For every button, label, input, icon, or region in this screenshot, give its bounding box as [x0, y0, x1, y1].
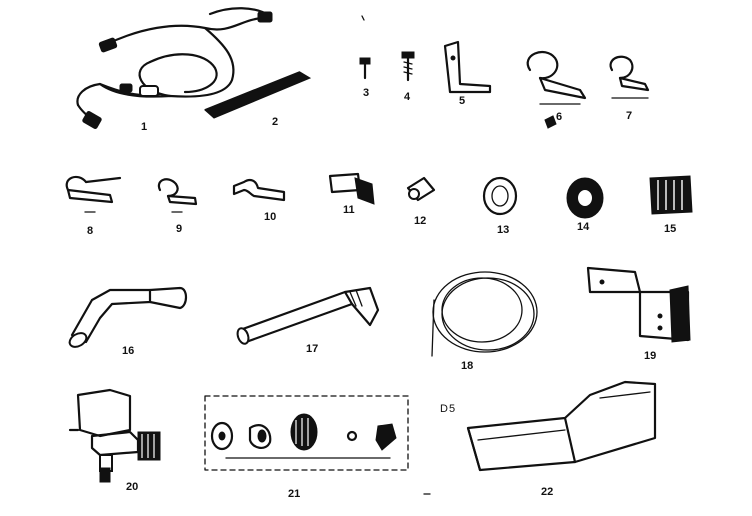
label-part-1: 1 — [141, 121, 147, 133]
mark-top — [361, 15, 365, 21]
part-13-washer — [482, 176, 518, 216]
part-1-wire-harness — [76, 7, 273, 129]
label-part-4: 4 — [404, 91, 411, 103]
part-21-parts-card — [204, 395, 409, 471]
label-part-19: 19 — [644, 350, 656, 362]
part-6-clamp — [526, 51, 587, 129]
label-part-17: 17 — [306, 343, 318, 355]
part-3-screw — [359, 57, 371, 80]
part-19-bracket — [586, 266, 691, 343]
label-part-11: 11 — [343, 204, 355, 216]
label-part-2: 2 — [272, 116, 278, 128]
label-part-16: 16 — [122, 345, 134, 357]
part-16-elbow-tube — [68, 286, 188, 348]
part-14-grommet — [566, 177, 604, 219]
label-part-12: 12 — [414, 215, 426, 227]
label-part-10: 10 — [264, 211, 276, 223]
part-9-clamp — [157, 178, 198, 213]
label-part-7: 7 — [626, 110, 632, 122]
label-part-8: 8 — [87, 225, 93, 237]
label-part-6: 6 — [556, 111, 562, 123]
part-8-clamp — [65, 175, 122, 213]
part-4-wood-screw — [401, 51, 415, 82]
label-part-18: 18 — [461, 360, 473, 372]
label-part-22: 22 — [541, 486, 553, 498]
label-part-3: 3 — [363, 87, 369, 99]
part-20-water-valve — [68, 388, 161, 483]
part-10-clip — [232, 178, 286, 202]
part-18-coiled-tubing — [431, 271, 538, 357]
part-2-strip — [204, 71, 312, 119]
label-part-14: 14 — [577, 221, 590, 233]
diagram-code: D5 — [440, 403, 456, 415]
part-5-bracket — [443, 40, 492, 94]
label-part-15: 15 — [664, 223, 676, 235]
part-15-filter-pad — [649, 175, 693, 215]
label-part-20: 20 — [126, 481, 138, 493]
part-22-tray — [466, 380, 657, 472]
label-part-9: 9 — [176, 223, 182, 235]
label-part-21: 21 — [288, 488, 300, 500]
part-17-tube — [236, 286, 380, 345]
part-7-clamp — [609, 55, 650, 99]
part-12-coupling — [406, 176, 436, 202]
part-11-tab — [328, 172, 375, 205]
label-part-13: 13 — [497, 224, 509, 236]
label-part-5: 5 — [459, 95, 465, 107]
